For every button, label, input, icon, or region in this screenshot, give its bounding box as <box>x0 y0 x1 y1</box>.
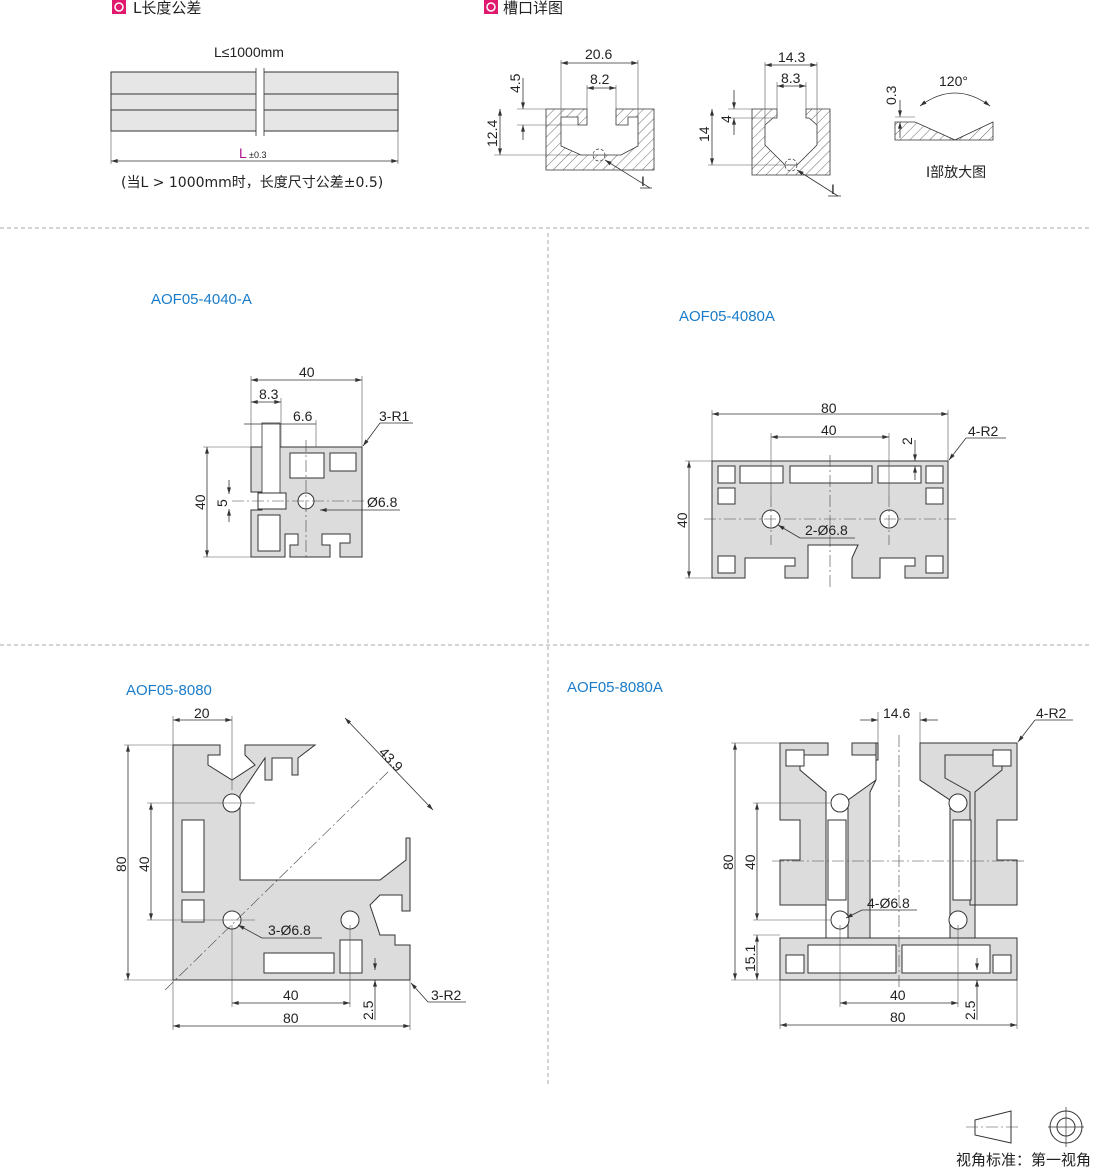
model-label: AOF05-4040-A <box>151 291 252 308</box>
profile-bar <box>110 71 399 132</box>
dim-depth: 4 <box>718 115 734 123</box>
dim-radius: 4-R2 <box>1036 705 1067 721</box>
dim-offset: 2.5 <box>962 1000 978 1020</box>
dim-height: 0.3 <box>883 85 899 105</box>
dim-angle: 120° <box>939 73 968 89</box>
dim-hole: 2-Ø6.8 <box>805 522 848 538</box>
tolerance-note: (当L > 1000mm时，长度尺寸公差±0.5) <box>121 175 383 191</box>
profile-4080a: AOF05-4080A 80 40 2 4-R2 40 2-Ø6.8 <box>674 308 1006 590</box>
dim-opening: 8.2 <box>590 71 610 87</box>
dim-height: 40 <box>674 512 690 528</box>
dim-height: 40 <box>192 494 208 510</box>
dim-pitch-v: 40 <box>742 854 758 870</box>
model-label: AOF05-8080A <box>567 679 663 696</box>
dim-top: 20 <box>194 705 210 721</box>
length-max-label: L≤1000mm <box>214 44 284 60</box>
detail-mark: I <box>641 173 645 189</box>
dim-pitch-h: 40 <box>283 987 299 1003</box>
dim-pitch-v: 40 <box>136 856 152 872</box>
profile-4040-a: AOF05-4040-A 40 8.3 6.6 3-R1 40 5 Ø6.8 <box>151 291 413 560</box>
dim-offset: 5 <box>214 499 230 507</box>
length-tolerance: ±0.3 <box>249 150 266 160</box>
section-bullet-icon <box>484 0 498 14</box>
section-bullet-icon <box>112 0 126 14</box>
enlarged-caption: I部放大图 <box>926 165 986 181</box>
dim-pitch-h: 40 <box>890 987 906 1003</box>
dim-pitch: 40 <box>821 422 837 438</box>
dim-width: 40 <box>299 364 315 380</box>
dim-width: 14.3 <box>778 49 805 65</box>
hole <box>948 793 968 813</box>
section-title: L长度公差 <box>133 0 201 17</box>
dim-diag: 43.9 <box>376 744 407 775</box>
slot-detail-a: 20.6 8.2 4.5 12.4 I <box>484 46 655 189</box>
dim-depth: 4.5 <box>507 73 523 93</box>
dim-width: 80 <box>283 1010 299 1026</box>
dim-radius: 3-R2 <box>431 987 462 1003</box>
dim-width: 20.6 <box>585 46 612 62</box>
dim-gap: 14.6 <box>883 705 910 721</box>
dim-hole: 3-Ø6.8 <box>268 922 311 938</box>
model-label: AOF05-8080 <box>126 682 212 699</box>
dim-total: 14 <box>696 126 712 142</box>
dim-hole: 4-Ø6.8 <box>867 895 910 911</box>
slot-detail-b: 14.3 8.3 4 14 I <box>696 49 841 197</box>
model-label: AOF05-4080A <box>679 308 775 325</box>
dim-hole: Ø6.8 <box>367 494 398 510</box>
dim-opening: 8.3 <box>781 70 801 86</box>
dim-width: 80 <box>890 1009 906 1025</box>
dim-radius: 4-R2 <box>968 423 999 439</box>
detail-mark: I <box>831 181 835 197</box>
slot-section: 槽口详图 20.6 8.2 4.5 12.4 I 14.3 <box>484 0 994 197</box>
tolerance-section: L长度公差 L≤1000mm L ±0.3 (当L > 1000mm时，长度尺寸… <box>110 0 399 191</box>
dim-bottom: 15.1 <box>742 945 758 972</box>
dim-height: 80 <box>720 854 736 870</box>
projection-label: 视角标准：第一视角 <box>956 1151 1091 1169</box>
dim-offset: 2.5 <box>360 1000 376 1020</box>
dim-gap: 2 <box>899 437 915 445</box>
hole <box>830 793 850 813</box>
projection-cone-icon <box>974 1110 1012 1144</box>
dim-radius: 3-R1 <box>379 408 410 424</box>
dim-slot: 8.3 <box>259 386 279 402</box>
enlarged-detail: 0.3 120° I部放大图 <box>883 73 994 181</box>
profile-8080: AOF05-8080 20 43.9 80 40 3-Ø6.8 40 80 2.… <box>113 682 466 1030</box>
dim-height: 80 <box>113 856 129 872</box>
dim-width: 80 <box>821 400 837 416</box>
projection-symbol: 视角标准：第一视角 <box>956 1107 1091 1169</box>
dim-total: 12.4 <box>484 120 500 147</box>
dim-wall: 6.6 <box>293 408 313 424</box>
length-symbol: L <box>239 145 247 161</box>
profile-8080a: AOF05-8080A 14.6 4-R2 80 40 15.1 4-Ø6.8 <box>567 679 1073 1029</box>
section-title: 槽口详图 <box>503 0 563 17</box>
